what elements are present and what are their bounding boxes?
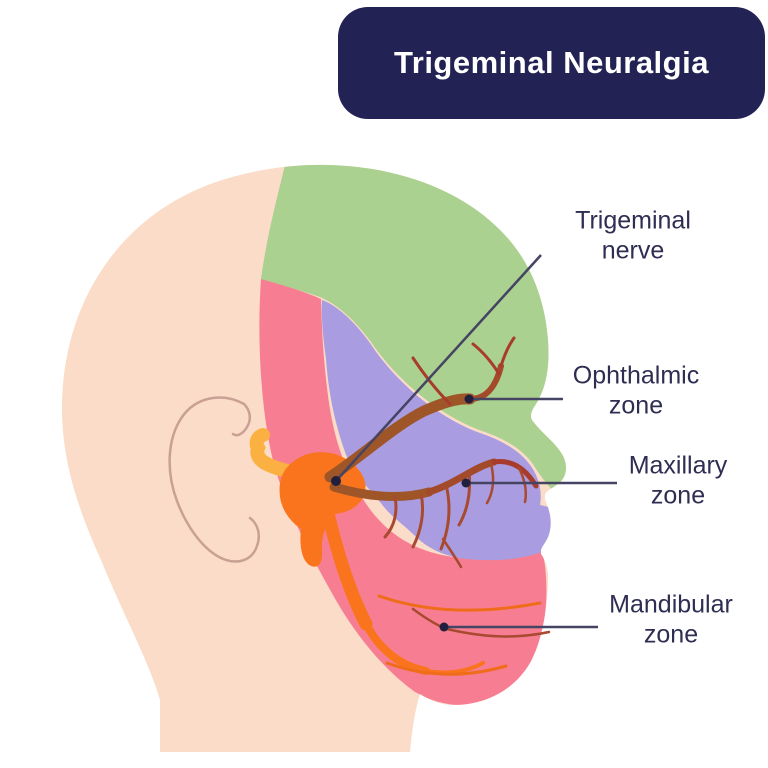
- maxillary-zone-marker-dot: [461, 478, 471, 488]
- label-mandibular-zone: Mandibular zone: [609, 591, 733, 650]
- ophthalmic-zone-marker-dot: [464, 394, 474, 404]
- label-maxillary-zone: Maxillary zone: [629, 452, 728, 511]
- label-line: zone: [643, 620, 699, 648]
- label-line: Maxillary: [628, 451, 728, 480]
- mandibular-zone-marker-dot: [439, 622, 449, 632]
- label-line: Ophthalmic: [572, 361, 700, 390]
- label-line: zone: [608, 391, 664, 419]
- label-line: nerve: [601, 236, 665, 264]
- page-title: Trigeminal Neuralgia: [394, 45, 709, 80]
- label-line: zone: [650, 481, 706, 509]
- leader-lines: [331, 254, 617, 632]
- trigeminal-ganglion: [279, 452, 366, 567]
- ear-outline: [168, 396, 260, 563]
- title-banner: Trigeminal Neuralgia: [338, 7, 765, 119]
- label-line: Mandibular: [609, 590, 733, 619]
- label-line: Trigeminal: [575, 206, 691, 235]
- trigeminal-nerve-marker-dot: [331, 476, 341, 486]
- label-ophthalmic-zone: Ophthalmic zone: [573, 362, 699, 421]
- trigeminal-nerve-leader-line: [335, 254, 542, 482]
- label-trigeminal-nerve: Trigeminal nerve: [575, 207, 691, 266]
- mandibular-zone-region: [259, 279, 547, 706]
